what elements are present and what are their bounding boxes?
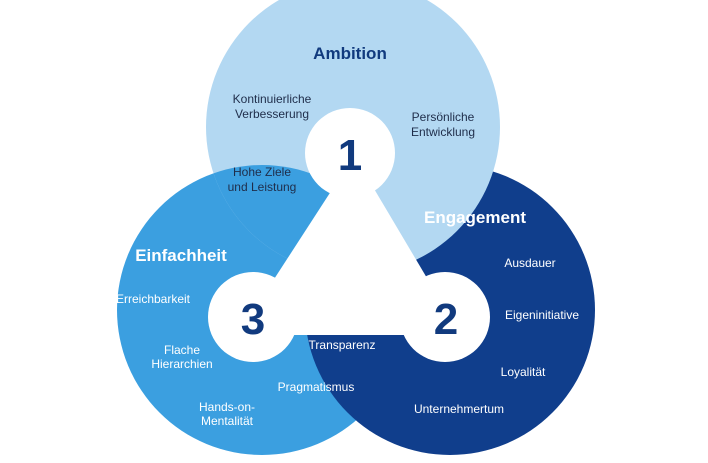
number-3: 3 — [241, 295, 265, 344]
engagement-item-3: Loyalität — [501, 365, 546, 379]
center-triangle — [208, 108, 490, 362]
einfachheit-item-3-line-1: Hands-on- — [199, 400, 255, 414]
ambition-item-2-line-1: Persönliche — [412, 110, 475, 124]
number-3-disc — [208, 272, 298, 362]
engagement-item-1: Ausdauer — [504, 256, 555, 270]
einfachheit-item-3-line-2: Mentalität — [201, 414, 254, 428]
einfachheit-item-5: Pragmatismus — [278, 380, 355, 394]
ambition-item-3-line-2: und Leistung — [228, 180, 297, 194]
einfachheit-item-2-line-2: Hierarchien — [151, 357, 212, 371]
number-2: 2 — [434, 295, 458, 344]
engagement-item-2: Eigeninitiative — [505, 308, 579, 322]
einfachheit-item-4: Transparenz — [309, 338, 376, 352]
engagement-title: Engagement — [424, 208, 526, 227]
einfachheit-item-2-line-1: Flache — [164, 343, 200, 357]
ambition-item-3-line-1: Hohe Ziele — [233, 165, 291, 179]
number-1: 1 — [338, 131, 362, 180]
einfachheit-title: Einfachheit — [135, 246, 227, 265]
ambition-item-1-line-2: Verbesserung — [235, 107, 309, 121]
number-2-disc — [400, 272, 490, 362]
einfachheit-item-1: Erreichbarkeit — [116, 292, 191, 306]
number-1-disc — [305, 108, 395, 198]
engagement-item-4: Unternehmertum — [414, 402, 504, 416]
ambition-title: Ambition — [313, 44, 387, 63]
ambition-item-1-line-1: Kontinuierliche — [233, 92, 312, 106]
ambition-item-2-line-2: Entwicklung — [411, 125, 475, 139]
